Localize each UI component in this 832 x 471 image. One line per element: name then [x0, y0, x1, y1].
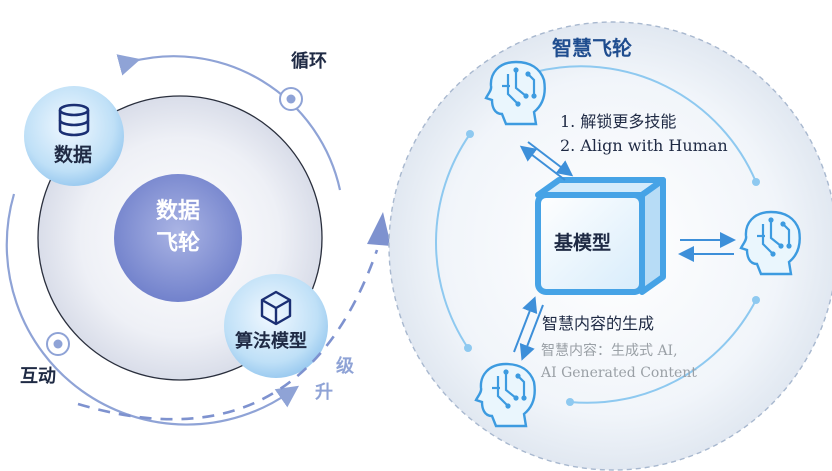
cube-icon — [260, 290, 292, 326]
model-node-label: 算法模型 — [235, 331, 307, 352]
upgrade-label-char1: 级 — [336, 356, 354, 377]
step-unlock-skills: 1. 解锁更多技能 — [560, 112, 677, 131]
wisdom-cycle-arcs — [435, 65, 757, 404]
cycle-marker-icon — [279, 87, 303, 111]
model-node — [224, 274, 328, 378]
upgrade-arc — [77, 249, 379, 421]
cycle-arc-left — [5, 193, 300, 426]
aigc-note-line1: 智慧内容：生成式 AI, — [541, 343, 678, 359]
upgrade-label-char2: 升 — [315, 382, 333, 403]
cycle-arc-top — [116, 54, 342, 191]
center-label-line1: 数据 — [156, 198, 201, 224]
center-label-line2: 飞轮 — [156, 230, 201, 256]
upgrade-arrow-head — [367, 212, 391, 246]
wisdom-cycle-dots — [464, 130, 760, 406]
cycle-label: 循环 — [291, 51, 327, 72]
data-node-label: 数据 — [54, 144, 93, 166]
wisdom-title: 智慧飞轮 — [552, 36, 632, 60]
database-icon — [58, 103, 90, 137]
base-model-label: 基模型 — [554, 232, 612, 254]
interact-label: 互动 — [20, 366, 56, 387]
interact-marker-icon — [46, 332, 70, 356]
aigc-note-line2: AI Generated Content — [541, 365, 697, 381]
base-model-cube — [535, 177, 666, 295]
step-align-human: 2. Align with Human — [560, 136, 728, 155]
content-generation-title: 智慧内容的生成 — [542, 314, 655, 333]
data-flywheel-core — [114, 174, 242, 302]
robot-head-icon — [474, 362, 536, 428]
robot-head-icon — [739, 210, 801, 276]
flow-arrows — [513, 141, 736, 361]
robot-head-icon — [484, 60, 546, 126]
